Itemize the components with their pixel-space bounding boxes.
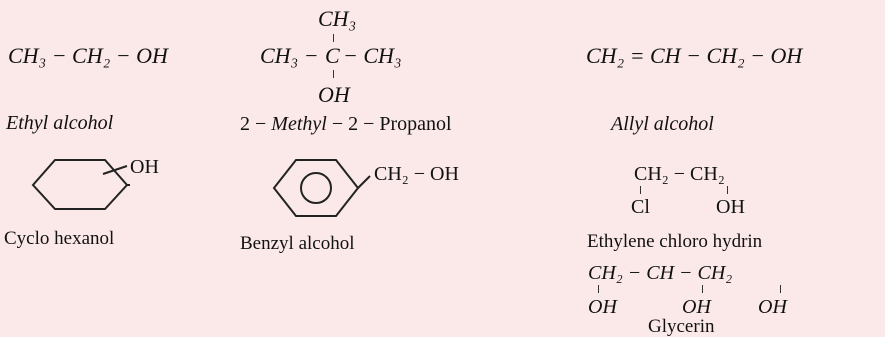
tbutyl-name-mid: Methyl <box>271 113 327 135</box>
glycerin-name: Glycerin <box>648 316 715 337</box>
chlorohydrin-name: Ethylene chloro hydrin <box>587 231 763 252</box>
chlorohydrin-bond-1 <box>640 186 641 194</box>
tbutyl-left-ch3: CH₃ − <box>260 43 319 68</box>
cyclohexanol-bond <box>102 165 128 175</box>
tbutyl-name: 2 − Methyl − 2 − Propanol <box>240 114 452 134</box>
glycerin-bond-3 <box>780 285 781 293</box>
glycerin-bond-1 <box>598 285 599 293</box>
chlorohydrin-bond-2 <box>727 186 728 194</box>
glycerin-oh-3: OH <box>758 296 787 318</box>
glycerin-chain: CH₂ − CH − CH₂ <box>588 262 733 284</box>
tbutyl-top-ch3: CH₃ <box>318 6 357 31</box>
glycerin-oh-1: OH <box>588 296 617 318</box>
cyclohexanol-name: Cyclo hexanol <box>4 228 115 249</box>
chlorohydrin-oh: OH <box>716 196 745 218</box>
benzyl-ch2oh: CH₂ − OH <box>374 163 459 185</box>
cyclohexane-ring-icon <box>31 159 130 210</box>
tbutyl-bond-bottom <box>333 70 334 78</box>
glycerin-bond-2 <box>702 285 703 293</box>
tbutyl-right-ch3: − CH₃ <box>343 43 402 68</box>
ethyl-alcohol-name: Ethyl alcohol <box>6 112 114 134</box>
tbutyl-name-suffix: Propanol <box>379 113 452 135</box>
allyl-alcohol-formula: CH₂ = CH − CH₂ − OH <box>586 43 803 68</box>
glycerin-oh-2: OH <box>682 296 711 318</box>
tbutyl-name-mid2: − 2 − <box>326 113 380 135</box>
tbutyl-bond-top <box>333 34 334 42</box>
chlorohydrin-cl: Cl <box>631 196 650 218</box>
cyclohexanol-oh: OH <box>130 156 159 178</box>
ethyl-alcohol-formula: CH₃ − CH₂ − OH <box>8 43 168 68</box>
tbutyl-name-prefix: 2 − <box>240 113 272 135</box>
tbutyl-bottom-oh: OH <box>318 82 350 107</box>
chlorohydrin-chain: CH₂ − CH₂ <box>634 163 725 185</box>
benzene-ring-icon <box>272 159 371 217</box>
tbutyl-center-c: C <box>325 43 340 68</box>
allyl-alcohol-name: Allyl alcohol <box>611 113 714 135</box>
benzyl-alcohol-name: Benzyl alcohol <box>240 233 355 254</box>
